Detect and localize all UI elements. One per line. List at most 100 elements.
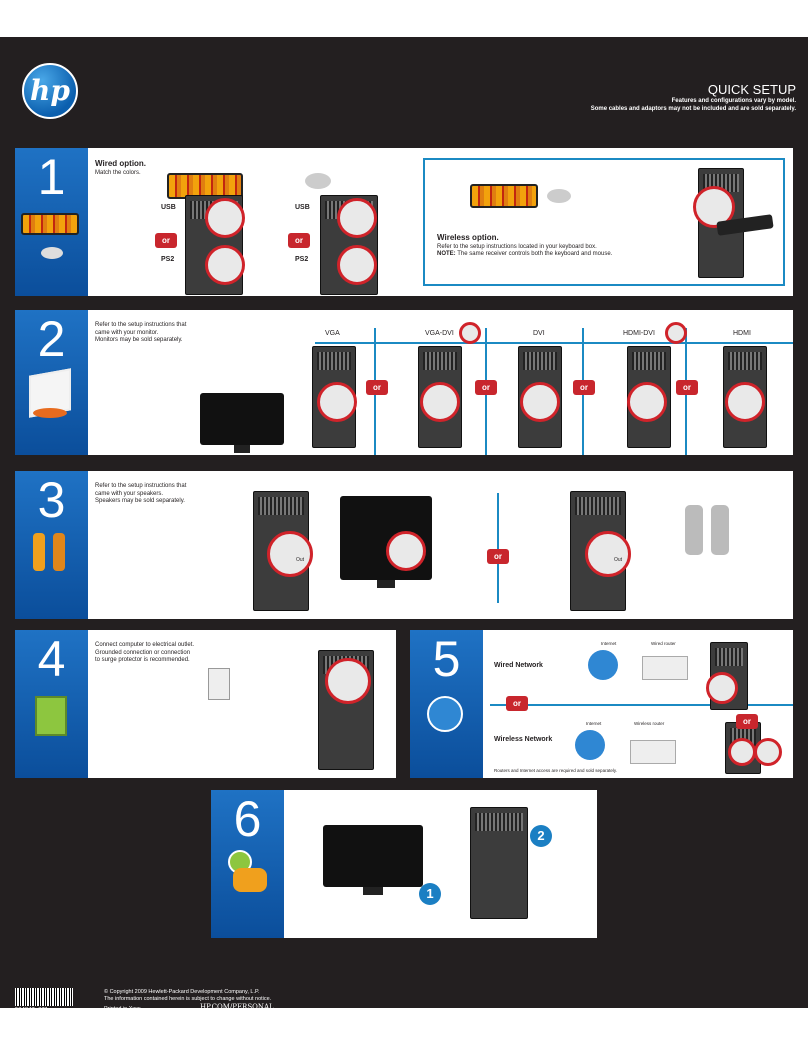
wall-outlet-image xyxy=(208,668,230,700)
internet-globe-image xyxy=(588,650,618,680)
step-2-band: 2 xyxy=(15,310,88,455)
monitor-audio-callout xyxy=(386,531,426,571)
power-port-callout xyxy=(325,658,371,704)
step-3-band: 3 xyxy=(15,471,88,619)
step-4-number: 4 xyxy=(37,631,66,687)
step-5-panel: 5 Wired Network Wireless Network or Inte… xyxy=(410,630,793,778)
dvi-label: DVI xyxy=(533,330,545,337)
quick-setup-poster: hp QUICK SETUP Features and configuratio… xyxy=(0,37,808,1013)
step-4-band: 4 xyxy=(15,630,88,778)
wired-option-text: Wired option.Match the colors. xyxy=(95,159,147,176)
hdmi-dvi-label: HDMI-DVI xyxy=(623,330,655,337)
internet-globe-image xyxy=(575,730,605,760)
or-badge: or xyxy=(288,233,310,248)
or-badge: or xyxy=(506,696,528,711)
adapter-callout xyxy=(459,322,481,344)
step-5-band: 5 xyxy=(410,630,483,778)
or-badge: or xyxy=(736,714,758,729)
step-1-band: 1 xyxy=(15,148,88,296)
or-badge: or xyxy=(676,380,698,395)
internet-label: Internet xyxy=(601,641,617,646)
step-4-panel: 4 Connect computer to electrical outlet.… xyxy=(15,630,396,778)
usb-label: USB xyxy=(295,204,310,211)
mouse-image xyxy=(547,189,571,203)
wireless-adapter-callout xyxy=(754,738,782,766)
barcode xyxy=(15,988,73,1006)
copyright-text: © Copyright 2009 Hewlett-Packard Develop… xyxy=(104,989,272,1002)
or-badge: or xyxy=(573,380,595,395)
mouse-icon xyxy=(41,247,63,259)
header-disclaimer: Features and configurations vary by mode… xyxy=(590,98,796,112)
speaker-icon xyxy=(33,533,45,571)
option-divider xyxy=(497,493,499,603)
website-link[interactable]: HP.COM/PERSONAL xyxy=(200,1003,274,1011)
out-label: Out xyxy=(614,557,623,563)
printed-in: Printed in Xxxx xyxy=(104,1006,141,1012)
step-6-number: 6 xyxy=(233,791,262,847)
speaker-image xyxy=(685,505,703,555)
or-badge: or xyxy=(475,380,497,395)
or-badge: or xyxy=(487,549,509,564)
wired-network-label: Wired Network xyxy=(494,662,543,669)
router-image xyxy=(642,656,688,680)
network-note: Routers and Internet access are required… xyxy=(494,768,617,773)
barcode-number: 584847-371 xyxy=(15,1007,49,1013)
wireless-network-label: Wireless Network xyxy=(494,736,553,743)
internet-label: Internet xyxy=(586,721,602,726)
keyboard-icon xyxy=(21,213,79,235)
hand-press-icon xyxy=(233,868,267,892)
dvi-port-callout xyxy=(627,382,667,422)
ethernet-port-callout xyxy=(706,672,738,704)
option-divider xyxy=(490,704,793,706)
adapter-callout xyxy=(665,322,687,344)
out-label: Out xyxy=(296,557,305,563)
usb-port-callout xyxy=(337,198,377,238)
step-5-number: 5 xyxy=(432,631,461,687)
step-3-number: 3 xyxy=(37,472,66,528)
hdmi-label: HDMI xyxy=(733,330,751,337)
wireless-router-image xyxy=(630,740,676,764)
outlet-icon xyxy=(35,696,67,736)
monitor-front-image xyxy=(323,825,423,895)
globe-icon xyxy=(427,696,463,732)
wireless-router-label: Wireless router xyxy=(634,721,665,726)
keyboard-image xyxy=(470,184,538,208)
wireless-option-text: Wireless option. Refer to the setup inst… xyxy=(437,233,613,258)
usb-label: USB xyxy=(161,204,176,211)
hp-logo: hp xyxy=(22,63,78,119)
step-2-number: 2 xyxy=(37,311,66,367)
wireless-option-box: Wireless option. Refer to the setup inst… xyxy=(423,158,785,286)
wireless-adapter-callout xyxy=(728,738,756,766)
vga-port-callout xyxy=(317,382,357,422)
quick-setup-title: QUICK SETUP xyxy=(707,82,796,97)
dvi-port-callout xyxy=(420,382,460,422)
vga-label: VGA xyxy=(325,330,340,337)
or-badge: or xyxy=(155,233,177,248)
speaker-image xyxy=(711,505,729,555)
vga-dvi-label: VGA-DVI xyxy=(425,330,454,337)
step-6-badge-2: 2 xyxy=(530,825,552,847)
monitor-stand-icon xyxy=(33,408,67,418)
ps2-label: PS2 xyxy=(295,256,309,263)
dvi-port-callout xyxy=(520,382,560,422)
ps2-label: PS2 xyxy=(161,256,175,263)
tower-rear-image xyxy=(518,346,562,448)
step-1-number: 1 xyxy=(37,149,66,205)
step-6-badge-1: 1 xyxy=(419,883,441,905)
step-6-panel: 6 1 2 xyxy=(211,790,597,938)
option-divider xyxy=(315,342,793,344)
usb-port-callout xyxy=(205,198,245,238)
audio-out-callout xyxy=(585,531,631,577)
hdmi-port-callout xyxy=(725,382,765,422)
step-4-text: Connect computer to electrical outlet.Gr… xyxy=(95,642,195,663)
step-1-panel: 1 Wired option.Match the colors. USB PS2… xyxy=(15,148,793,296)
audio-out-callout xyxy=(267,531,313,577)
monitor-image xyxy=(200,393,284,453)
step-6-band: 6 xyxy=(211,790,284,938)
wired-router-label: Wired router xyxy=(651,641,676,646)
mouse-image xyxy=(305,173,331,189)
